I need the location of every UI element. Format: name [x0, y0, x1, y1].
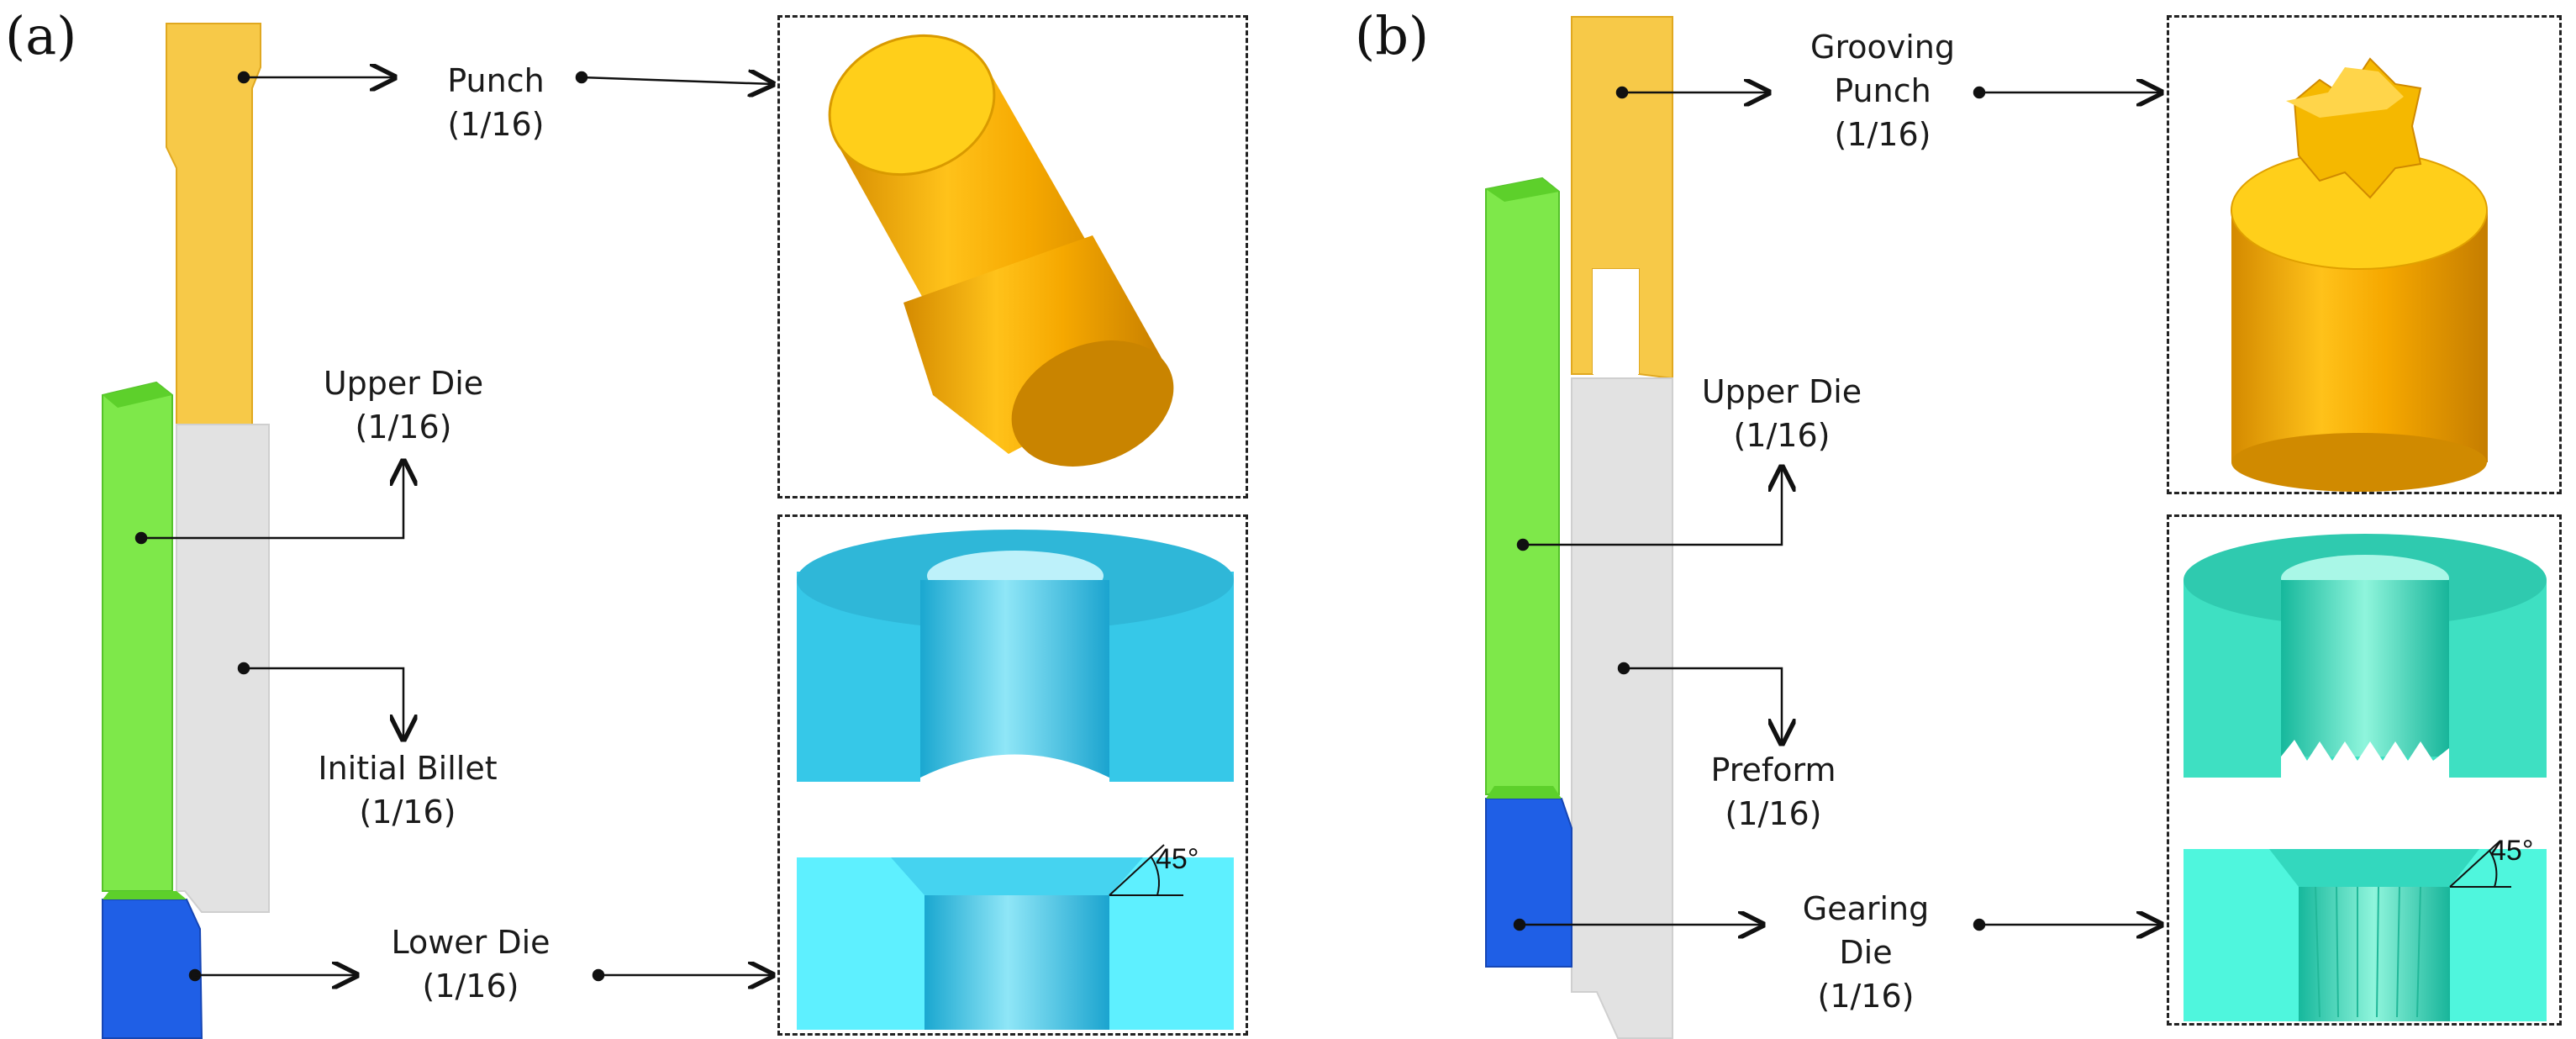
- section-a: [102, 23, 270, 1039]
- upper-die-b-top-bevel: [1486, 178, 1559, 202]
- lower-die-a-top-bevel: [103, 891, 187, 899]
- angle-b-label: 45°: [2490, 835, 2534, 867]
- frame-b-punch-3d: [2167, 15, 2562, 494]
- punch-a-3d: [828, 34, 1174, 467]
- die-a-3d-bottom: [797, 844, 1234, 1030]
- gearing-die-b-top-bevel: [1486, 786, 1562, 799]
- upper-die-b-section: [1485, 177, 1560, 795]
- connectors-a: [134, 72, 773, 980]
- angle-a-label: 45°: [1156, 843, 1199, 875]
- grooving-punch-b-slot: [1593, 269, 1639, 374]
- section-b: [1485, 16, 1673, 1039]
- die-b-3d-top: [2184, 534, 2547, 786]
- label-a-upper-die: Upper Die(1/16): [323, 365, 484, 446]
- frame-a-punch-3d: [777, 15, 1248, 498]
- preform-b-section: [1571, 377, 1673, 1039]
- label-a-punch: Punch(1/16): [447, 62, 545, 143]
- label-a-initial-billet: Initial Billet(1/16): [318, 750, 498, 831]
- gearing-die-b-section: [1485, 798, 1572, 968]
- upper-die-a-section: [102, 381, 173, 892]
- label-a-lower-die: Lower Die(1/16): [391, 924, 550, 1005]
- punch-a-section: [166, 23, 261, 425]
- label-b-upper-die: Upper Die(1/16): [1701, 373, 1862, 454]
- frame-b-die-3d: [2167, 514, 2562, 1026]
- die-b-3d-bottom: [2184, 840, 2547, 1021]
- lower-die-a-section: [102, 899, 203, 1039]
- die-a-3d-top: [797, 530, 1234, 786]
- punch-b-3d: [2231, 57, 2488, 492]
- frame-a-die-3d: [777, 514, 1248, 1036]
- panel-a-tag: (a): [5, 5, 77, 66]
- upper-die-a-top-bevel: [103, 382, 172, 408]
- label-b-preform: Preform(1/16): [1710, 752, 1836, 832]
- connectors-b: [1513, 87, 2162, 930]
- panel-b-tag: (b): [1355, 5, 1430, 66]
